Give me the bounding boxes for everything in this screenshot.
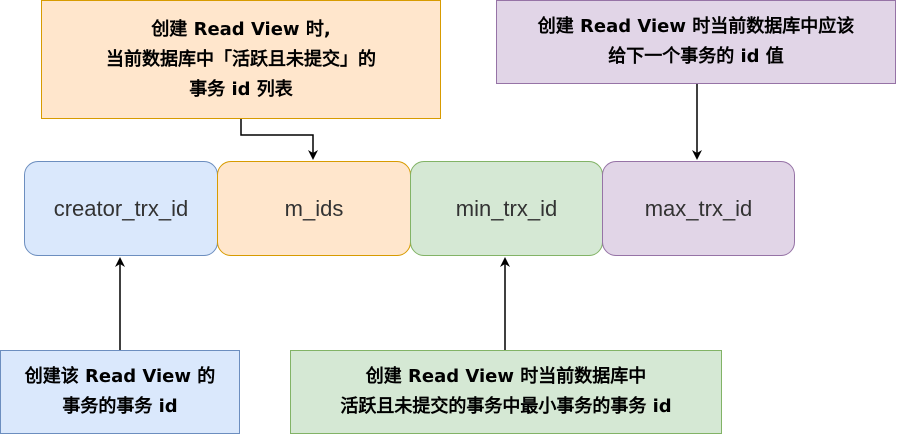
note-m-ids: 创建 Read View 时, 当前数据库中「活跃且未提交」的 事务 id 列表 <box>41 0 441 119</box>
field-label: m_ids <box>284 195 344 221</box>
note-line: 创建该 Read View 的 <box>24 366 216 387</box>
note-line: 当前数据库中「活跃且未提交」的 <box>106 48 376 70</box>
note-max-trx-id: 创建 Read View 时当前数据库中应该 给下一个事务的 id 值 <box>496 0 896 84</box>
field-min-trx-id: min_trx_id <box>410 161 603 256</box>
note-line: 给下一个事务的 id 值 <box>608 46 784 67</box>
note-line: 事务的事务 id <box>62 396 178 417</box>
note-line: 事务 id 列表 <box>189 78 293 100</box>
note-creator-trx-id: 创建该 Read View 的 事务的事务 id <box>0 350 240 434</box>
field-label: creator_trx_id <box>53 195 189 221</box>
field-label: max_trx_id <box>644 195 753 221</box>
note-line: 创建 Read View 时, <box>151 18 331 40</box>
field-creator-trx-id: creator_trx_id <box>24 161 218 256</box>
note-min-trx-id: 创建 Read View 时当前数据库中 活跃且未提交的事务中最小事务的事务 i… <box>290 350 722 434</box>
note-line: 创建 Read View 时当前数据库中应该 <box>537 16 855 37</box>
field-max-trx-id: max_trx_id <box>602 161 795 256</box>
field-label: min_trx_id <box>455 195 558 221</box>
note-line: 创建 Read View 时当前数据库中 <box>365 366 647 387</box>
connector-m-ids <box>240 118 318 160</box>
field-m-ids: m_ids <box>217 161 411 256</box>
note-line: 活跃且未提交的事务中最小事务的事务 id <box>340 396 672 417</box>
